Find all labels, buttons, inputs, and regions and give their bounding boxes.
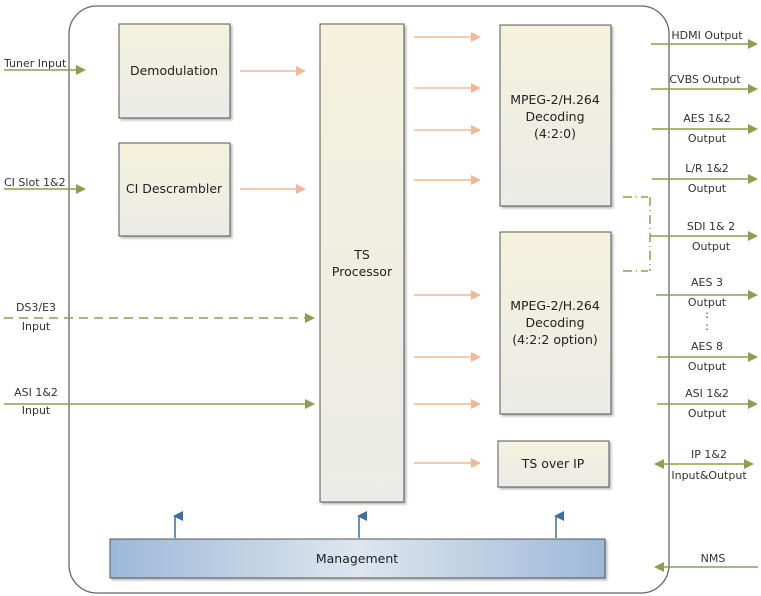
ci-descrambler-block: CI Descrambler <box>118 142 231 237</box>
aes8-output-label-2: Output <box>688 360 727 373</box>
sdi-output-label-1: SDI 1& 2 <box>687 220 735 233</box>
ci-slot-label: CI Slot 1&2 <box>4 176 66 189</box>
hdmi-output-label: HDMI Output <box>671 29 743 42</box>
decoder-422-block: MPEG-2/H.264 Decoding (4:2:2 option) <box>499 231 612 415</box>
ip-label-1: IP 1&2 <box>691 448 727 461</box>
aes12-output-label-2: Output <box>688 132 727 145</box>
sdi-output-label-2: Output <box>692 240 731 253</box>
decoder-422-label-3: (4:2:2 option) <box>512 332 598 347</box>
decoder-420-label-3: (4:2:0) <box>534 126 576 141</box>
decoder-420-label-2: Decoding <box>525 109 584 124</box>
management-block: Management <box>109 538 606 579</box>
ds3-label-2: Input <box>22 320 51 333</box>
asi-input-label-1: ASI 1&2 <box>14 386 58 399</box>
decoder-422-label-1: MPEG-2/H.264 <box>510 298 600 313</box>
asi-output-label-1: ASI 1&2 <box>685 387 729 400</box>
aes12-output-label-1: AES 1&2 <box>683 112 731 125</box>
ci-descrambler-label: CI Descrambler <box>126 181 223 196</box>
asi-output-label-2: Output <box>688 407 727 420</box>
ellipsis-1: : <box>705 308 709 321</box>
aes3-output-label-1: AES 3 <box>691 276 723 289</box>
aes8-output-label-1: AES 8 <box>691 340 723 353</box>
demodulation-block: Demodulation <box>118 23 231 119</box>
lr-output-label-2: Output <box>688 182 727 195</box>
asi-input-label-2: Input <box>22 404 51 417</box>
ds3-label-1: DS3/E3 <box>16 301 56 314</box>
lr-output-label-1: L/R 1&2 <box>685 162 729 175</box>
ts-processor-label-1: TS <box>353 247 370 262</box>
cvbs-output-label: CVBS Output <box>669 73 741 86</box>
decoder-420-block: MPEG-2/H.264 Decoding (4:2:0) <box>499 24 612 207</box>
tuner-input-label: Tuner Input <box>3 57 67 70</box>
decoder-422-label-2: Decoding <box>525 315 584 330</box>
nms-label: NMS <box>701 552 726 565</box>
aes3-output-label-2: Output <box>688 296 727 309</box>
ts-processor-block: TS Processor <box>319 23 405 503</box>
management-label: Management <box>316 551 398 566</box>
ts-over-ip-label: TS over IP <box>521 456 585 471</box>
ellipsis-2: : <box>705 320 709 333</box>
ts-over-ip-block: TS over IP <box>497 440 610 488</box>
decoder-420-label-1: MPEG-2/H.264 <box>510 92 600 107</box>
sdi-connector <box>623 196 651 272</box>
ts-processor-label-2: Processor <box>332 264 393 279</box>
ip-label-2: Input&Output <box>671 469 747 482</box>
demodulation-label: Demodulation <box>130 63 218 78</box>
